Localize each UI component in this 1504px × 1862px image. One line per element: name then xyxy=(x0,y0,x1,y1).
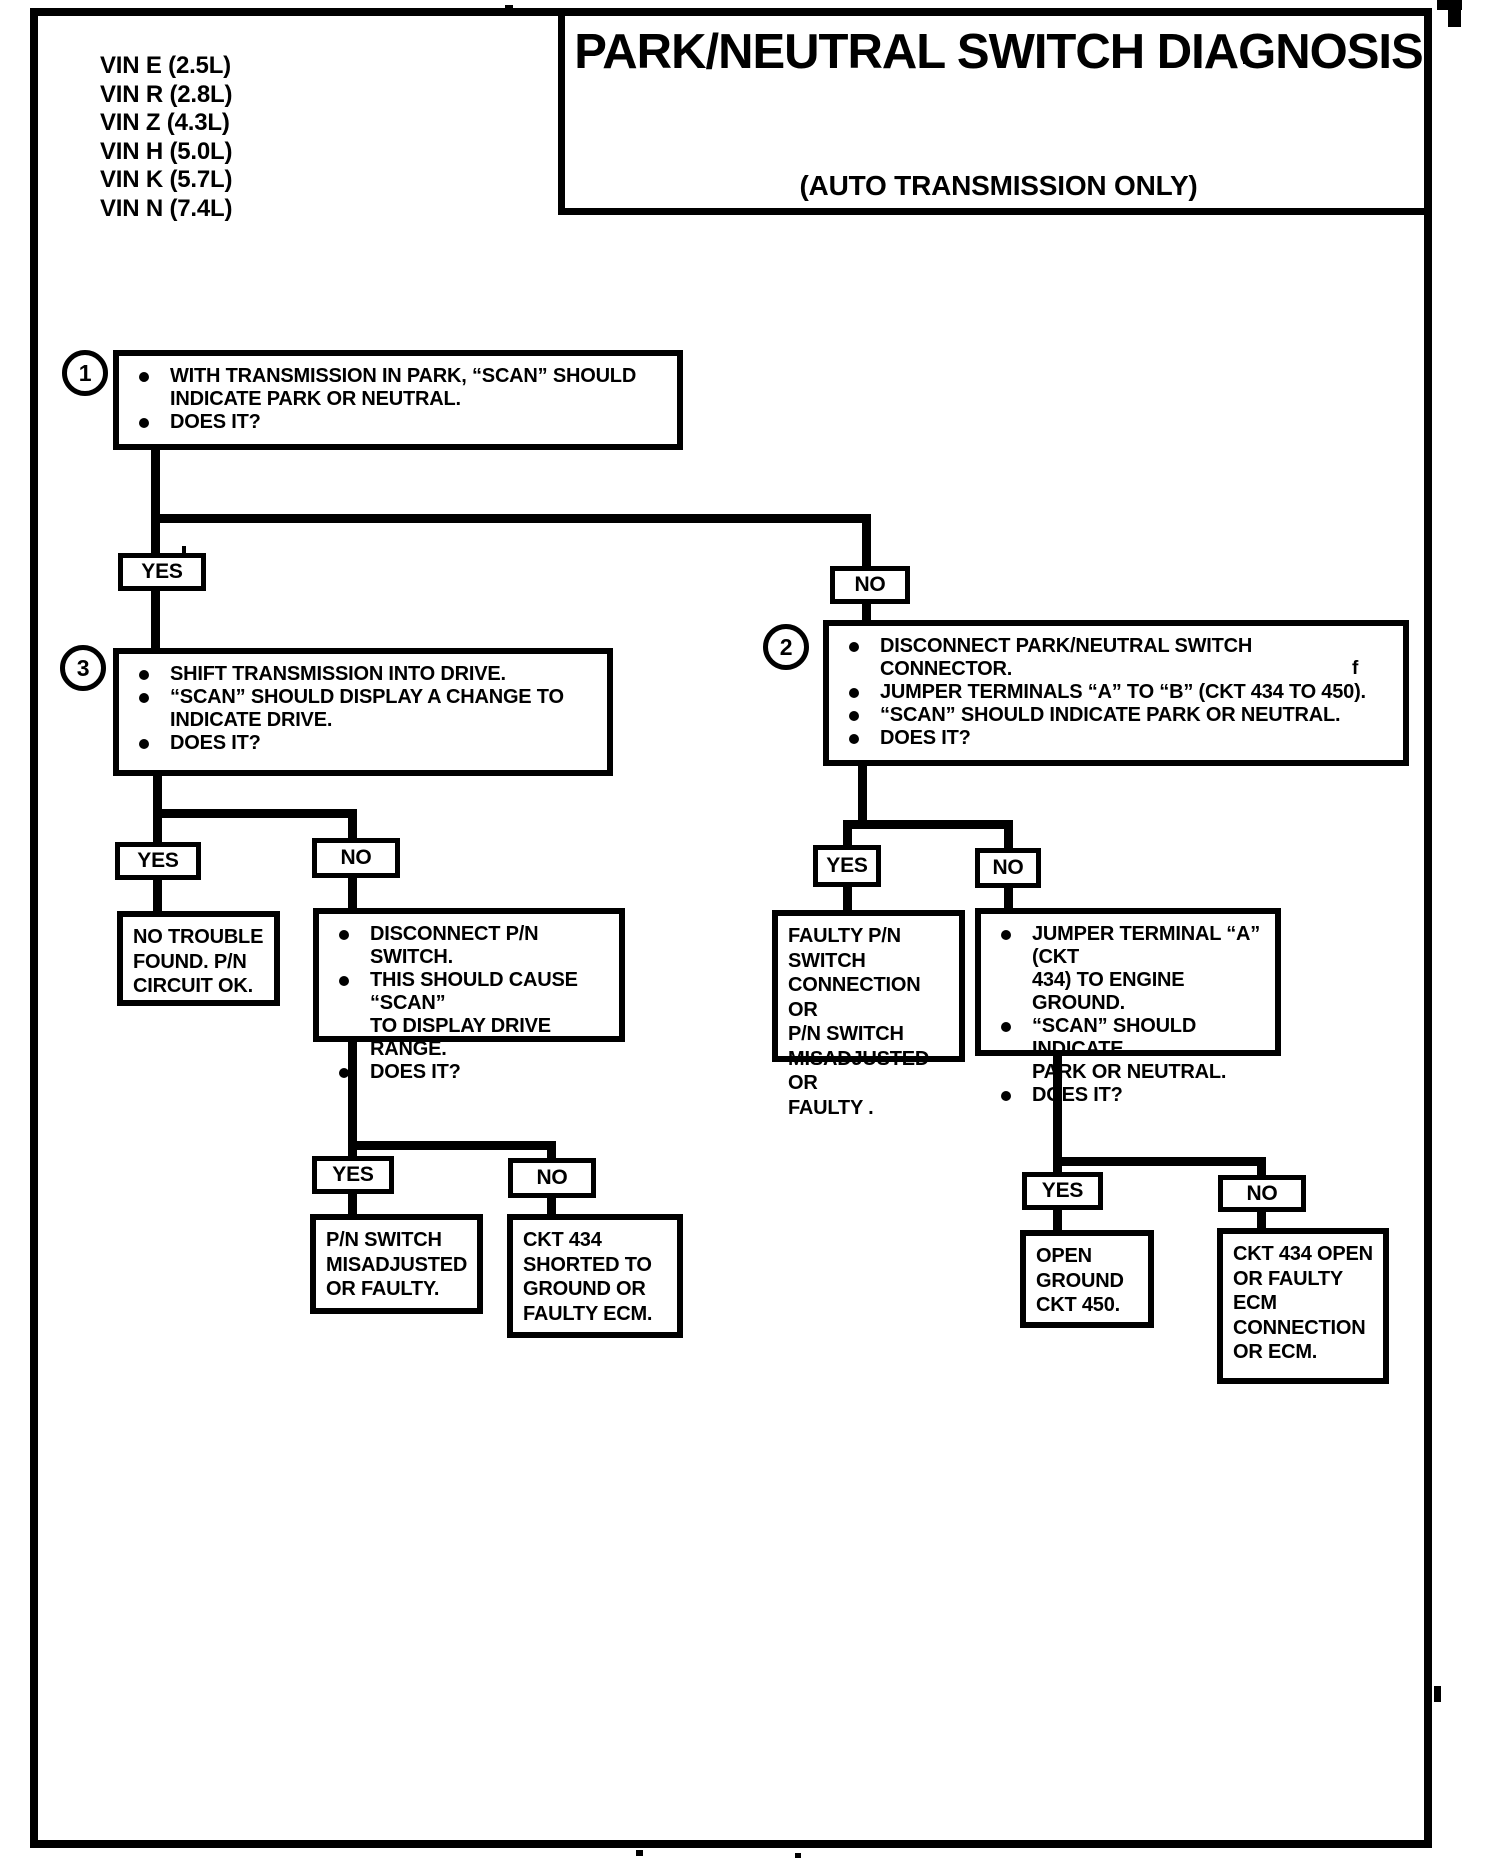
yes-tag: YES xyxy=(115,842,201,880)
connector-line xyxy=(151,588,160,652)
box-step3-shift-drive: SHIFT TRANSMISSION INTO DRIVE. “SCAN” SH… xyxy=(113,648,613,776)
connector-line xyxy=(151,514,160,557)
bullet-icon xyxy=(1001,930,1011,940)
bullet-icon xyxy=(1001,1022,1011,1032)
bullet-icon xyxy=(139,372,149,382)
bullet-icon xyxy=(1001,1091,1011,1101)
connector-line xyxy=(348,874,357,912)
connector-line xyxy=(862,600,871,624)
no-tag: NO xyxy=(312,838,400,878)
bullet-icon xyxy=(849,688,859,698)
bullet-item: THIS SHOULD CAUSE “SCAN” TO DISPLAY DRIV… xyxy=(329,969,609,1061)
box-step2-disconnect-switch: DISCONNECT PARK/NEUTRAL SWITCH CONNECTOR… xyxy=(823,620,1409,766)
connector-line xyxy=(151,446,160,518)
box-step1-scan-park: WITH TRANSMISSION IN PARK, “SCAN” SHOULD… xyxy=(113,350,683,450)
bullet-icon xyxy=(339,1068,349,1078)
result-open-ground: OPEN GROUND CKT 450. xyxy=(1020,1230,1154,1328)
bullet-item: DISCONNECT PARK/NEUTRAL SWITCH CONNECTOR… xyxy=(839,635,1393,681)
connector-line xyxy=(153,809,357,818)
yes-tag: YES xyxy=(1022,1172,1103,1210)
bullet-icon xyxy=(849,642,859,652)
bullet-icon xyxy=(849,711,859,721)
bullet-item: SHIFT TRANSMISSION INTO DRIVE. xyxy=(129,663,597,686)
connector-line xyxy=(1257,1209,1266,1232)
no-tag: NO xyxy=(975,848,1041,888)
bullet-icon xyxy=(139,693,149,703)
yes-tag: YES xyxy=(813,845,881,887)
connector-line xyxy=(151,514,871,523)
connector-line xyxy=(1053,1157,1266,1166)
vin-item: VIN H (5.0L) xyxy=(100,137,233,165)
result-ckt434-shorted: CKT 434 SHORTED TO GROUND OR FAULTY ECM. xyxy=(507,1214,683,1338)
connector-line xyxy=(547,1141,556,1162)
step-number-badge-2: 2 xyxy=(763,624,809,670)
scan-artifact xyxy=(636,1850,643,1856)
bullet-item: “SCAN” SHOULD INDICATE PARK OR NEUTRAL. xyxy=(839,704,1393,727)
connector-line xyxy=(1004,884,1013,910)
result-no-trouble: NO TROUBLE FOUND. P/N CIRCUIT OK. xyxy=(117,911,280,1006)
no-tag: NO xyxy=(1218,1175,1306,1212)
vin-item: VIN R (2.8L) xyxy=(100,80,233,108)
result-ckt434-open: CKT 434 OPEN OR FAULTY ECM CONNECTION OR… xyxy=(1217,1228,1389,1384)
bullet-item: “SCAN” SHOULD DISPLAY A CHANGE TO INDICA… xyxy=(129,686,597,732)
no-tag: NO xyxy=(830,566,910,604)
yes-tag: YES xyxy=(312,1156,394,1194)
connector-line xyxy=(1004,820,1013,850)
vin-item: VIN K (5.7L) xyxy=(100,166,233,193)
scan-artifact xyxy=(505,5,513,11)
bullet-item: DOES IT? xyxy=(839,727,1393,750)
scan-artifact xyxy=(795,1853,801,1858)
connector-line xyxy=(843,820,852,847)
bullet-item: JUMPER TERMINALS “A” TO “B” (CKT 434 TO … xyxy=(839,681,1393,704)
scan-artifact xyxy=(1434,1686,1441,1702)
page-title: PARK/NEUTRAL SWITCH DIAGNOSIS xyxy=(574,25,1423,79)
box-jumper-engine-ground: JUMPER TERMINAL “A” (CKT 434) TO ENGINE … xyxy=(975,908,1281,1106)
bullet-icon xyxy=(139,739,149,749)
connector-line xyxy=(858,762,867,824)
vin-list: VIN E (2.5L) VIN R (2.8L) VIN Z (4.3L) V… xyxy=(100,52,232,223)
page-border-frame xyxy=(30,8,1432,1848)
connector-line xyxy=(1053,1054,1062,1174)
connector-line xyxy=(843,820,1013,829)
connector-line xyxy=(348,1141,556,1150)
connector-line xyxy=(153,876,162,915)
bullet-icon xyxy=(139,418,149,428)
bullet-icon xyxy=(849,734,859,744)
box-disconnect-pn-switch: DISCONNECT P/N SWITCH. THIS SHOULD CAUSE… xyxy=(313,908,625,1083)
bullet-icon xyxy=(139,670,149,680)
connector-line xyxy=(348,809,357,842)
connector-line xyxy=(1257,1157,1266,1177)
scan-artifact xyxy=(182,546,186,555)
bullet-item: DOES IT? xyxy=(991,1084,1265,1107)
vin-item: VIN N (7.4L) xyxy=(100,194,233,222)
bullet-item: “SCAN” SHOULD INDICATE PARK OR NEUTRAL. xyxy=(991,1015,1265,1084)
bullet-item: DOES IT? xyxy=(329,1061,609,1084)
connector-line xyxy=(1053,1206,1062,1234)
result-pn-misadjusted: P/N SWITCH MISADJUSTED OR FAULTY. xyxy=(310,1214,483,1314)
bullet-item: DISCONNECT P/N SWITCH. xyxy=(329,923,609,969)
connector-line xyxy=(348,1038,357,1160)
connector-line xyxy=(348,1190,357,1218)
result-faulty-connection: FAULTY P/N SWITCH CONNECTION OR P/N SWIT… xyxy=(772,910,965,1119)
title-box: PARK/NEUTRAL SWITCH DIAGNOSIS (AUTO TRAN… xyxy=(558,8,1432,215)
bullet-icon xyxy=(339,930,349,940)
connector-line xyxy=(862,514,871,570)
scan-artifact xyxy=(1243,58,1249,64)
step-number-badge-3: 3 xyxy=(60,645,106,691)
connector-line xyxy=(547,1194,556,1218)
bullet-item: DOES IT? xyxy=(129,411,667,434)
scan-artifact xyxy=(1448,0,1461,27)
bullet-item: DOES IT? xyxy=(129,732,597,755)
bullet-item: WITH TRANSMISSION IN PARK, “SCAN” SHOULD… xyxy=(129,365,667,411)
bullet-icon xyxy=(339,976,349,986)
connector-line xyxy=(843,883,852,912)
vin-item: VIN Z (4.3L) xyxy=(100,109,230,136)
yes-tag: YES xyxy=(118,553,206,591)
scan-artifact: f xyxy=(1352,658,1359,679)
step-number-badge-1: 1 xyxy=(62,350,108,396)
bullet-item: JUMPER TERMINAL “A” (CKT 434) TO ENGINE … xyxy=(991,923,1265,1015)
no-tag: NO xyxy=(508,1158,596,1198)
page-subtitle: (AUTO TRANSMISSION ONLY) xyxy=(799,170,1198,201)
vin-item: VIN E (2.5L) xyxy=(100,52,231,79)
